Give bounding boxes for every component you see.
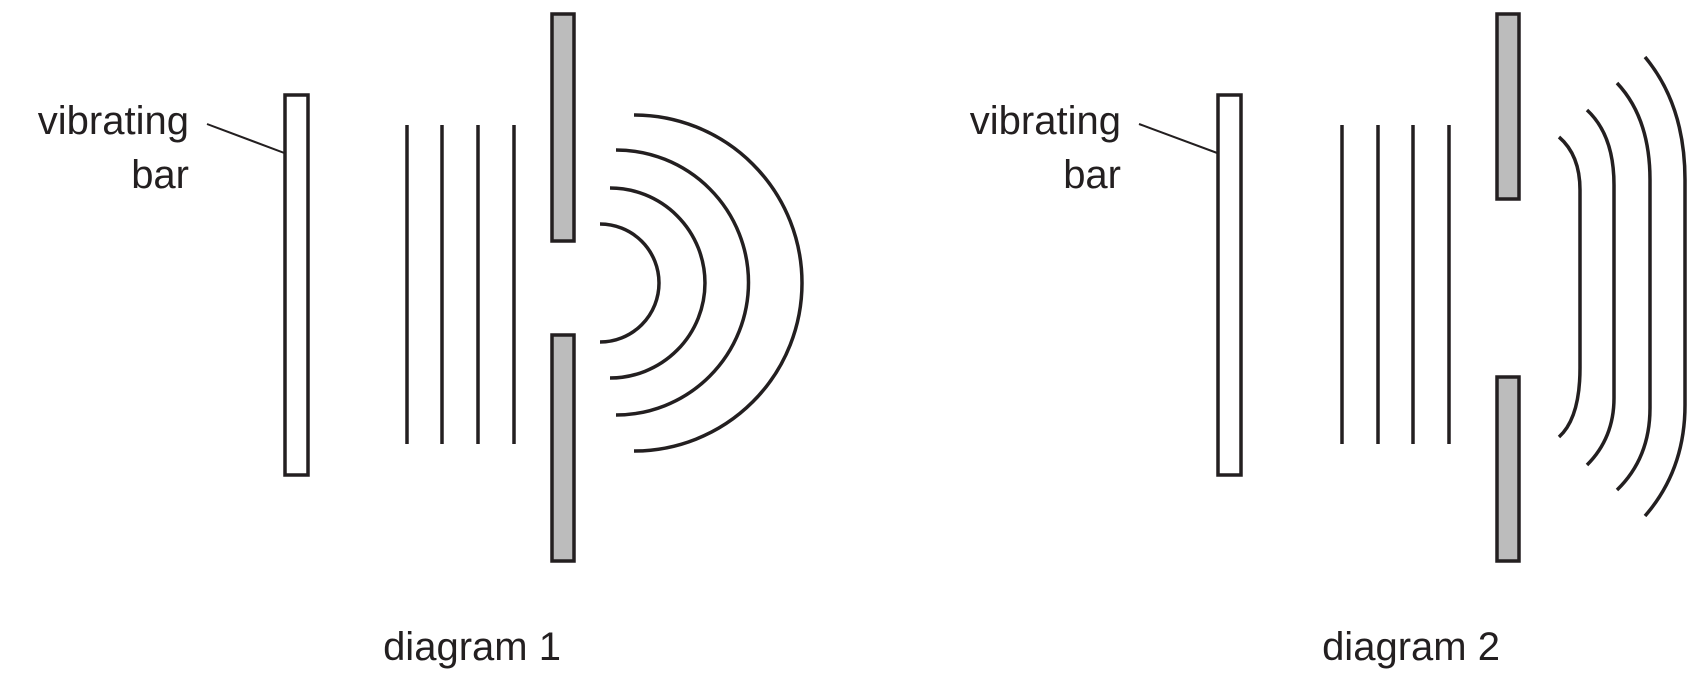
diagram-1-label-leader-line bbox=[206, 123, 296, 158]
diagram-2-bar-label-line1: vibrating bbox=[970, 99, 1121, 143]
diagram-1-diffracted-wavefront bbox=[609, 186, 707, 380]
diagram-1-bar-label-line1: vibrating bbox=[38, 99, 189, 143]
diagram-2-diffracted-wavefront bbox=[1557, 135, 1582, 439]
diagram-1-diffracted-wavefront bbox=[633, 113, 804, 453]
diagram-1-lower-barrier bbox=[550, 333, 576, 563]
diagram-2-bar-label-line2: bar bbox=[1063, 153, 1121, 197]
diagram-1-caption: diagram 1 bbox=[383, 625, 561, 669]
diagram-2-vibrating-bar bbox=[1216, 93, 1243, 477]
diagram-2-upper-barrier bbox=[1495, 12, 1521, 201]
diagram-2-diffracted-wavefront bbox=[1643, 55, 1687, 518]
diagram-1-diffracted-wavefront bbox=[615, 148, 751, 417]
diagram-2-caption: diagram 2 bbox=[1322, 625, 1500, 669]
diagram-2: vibrating bar diagram 2 bbox=[970, 12, 1687, 669]
diagram-1-bar-label-line2: bar bbox=[131, 153, 189, 197]
diagram-1: vibrating bar diagram 1 bbox=[38, 12, 804, 669]
diagram-2-lower-barrier bbox=[1495, 375, 1521, 563]
diagram-2-label-leader-line bbox=[1138, 123, 1229, 158]
diagram-2-diffracted-wavefront bbox=[1585, 108, 1616, 467]
diagram-1-upper-barrier bbox=[550, 12, 576, 243]
diagram-2-diffracted-wavefront bbox=[1615, 81, 1652, 492]
diagram-1-diffracted-wavefront bbox=[599, 222, 661, 344]
diagram-1-vibrating-bar bbox=[283, 93, 310, 477]
